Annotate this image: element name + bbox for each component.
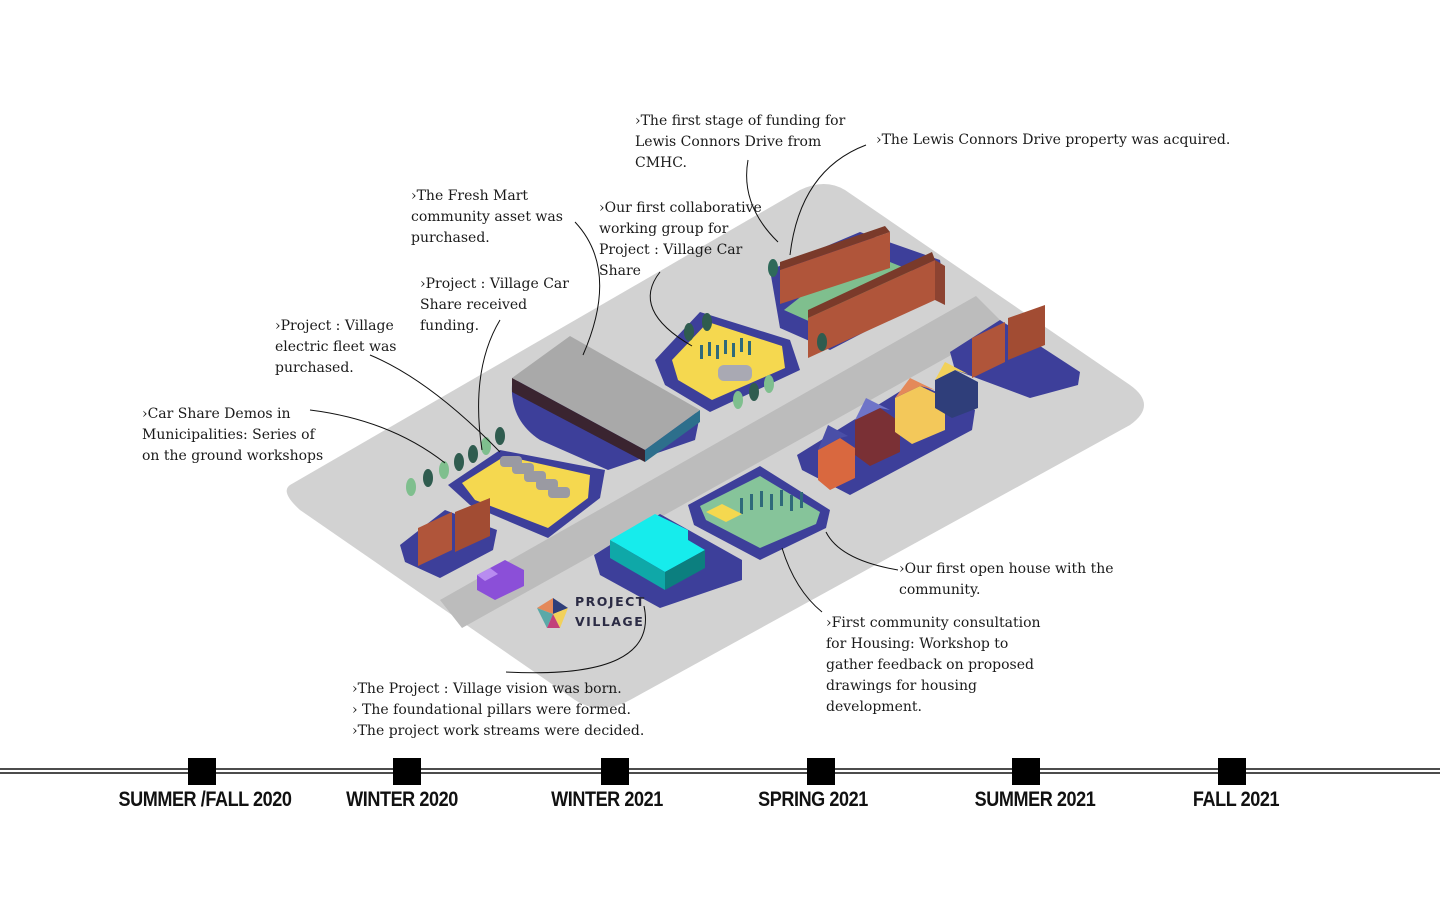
house-1-roof <box>818 425 848 450</box>
shared-cars <box>500 456 570 498</box>
lot-carshare-yellow <box>462 456 590 528</box>
note-cmhc-funding: ›The first stage of funding for Lewis Co… <box>635 113 846 171</box>
corner-left-building-2 <box>455 498 490 552</box>
timeline-markers <box>188 758 1246 785</box>
house-4-roof <box>935 362 968 380</box>
note-housing-consultation: ›First community consultation for Housin… <box>826 615 1041 715</box>
period-label-winter-2020: WINTER 2020 <box>346 788 458 811</box>
people-gathering <box>700 338 751 359</box>
corner-right-building <box>972 322 1005 378</box>
house-3 <box>895 386 945 444</box>
cyan-building-front <box>610 540 665 590</box>
gathering-car <box>718 365 752 381</box>
period-label-summer-2021: SUMMER 2021 <box>974 788 1096 811</box>
housing-right-roof <box>808 252 935 318</box>
note-electric-fleet: ›Project : Village electric fleet was pu… <box>275 318 397 376</box>
trees <box>406 259 827 496</box>
housing-left-roof <box>780 226 890 270</box>
brand-project: PROJECT <box>575 594 646 609</box>
note-car-share-demos: ›Car Share Demos in Municipalities: Seri… <box>142 406 324 464</box>
period-label-summer-fall-2020: SUMMER /FALL 2020 <box>118 788 292 811</box>
note-car-share-funding: ›Project : Village Car Share received fu… <box>420 276 569 334</box>
lot-openhouse-green <box>700 476 820 548</box>
corner-left-building <box>418 512 452 566</box>
period-label-spring-2021: SPRING 2021 <box>758 788 868 811</box>
lot-gathering-yellow <box>672 322 785 400</box>
housing-right-front <box>808 260 935 358</box>
note-open-house: ›Our first open house with the community… <box>899 561 1114 598</box>
timeline-marker <box>1012 758 1040 785</box>
timeline-marker <box>1218 758 1246 785</box>
timeline-marker <box>601 758 629 785</box>
note-working-group: ›Our first collaborative working group f… <box>599 200 762 279</box>
house-2-roof <box>855 398 890 420</box>
cyan-building-top <box>610 514 705 572</box>
house-3-roof <box>895 378 935 398</box>
house-2 <box>855 408 900 466</box>
freshmart-side <box>645 410 700 462</box>
freshmart-front <box>512 378 645 462</box>
note-fresh-mart: ›The Fresh Mart community asset was purc… <box>411 188 563 246</box>
main-road <box>440 296 1005 628</box>
annotation-connectors <box>309 144 899 674</box>
brand-village: VILLAGE <box>575 614 645 629</box>
timeline-marker <box>807 758 835 785</box>
house-4 <box>935 370 978 418</box>
note-property-acquired: ›The Lewis Connors Drive property was ac… <box>876 132 1231 148</box>
corner-right-building-2 <box>1008 305 1045 360</box>
period-label-winter-2021: WINTER 2021 <box>551 788 663 811</box>
house-1 <box>818 438 855 490</box>
cyan-building-side <box>665 550 705 590</box>
timeline-marker <box>188 758 216 785</box>
freshmart-roof <box>512 336 700 450</box>
people-openhouse <box>740 490 803 514</box>
housing-right-side <box>935 260 945 305</box>
openhouse-tables <box>706 504 742 522</box>
project-village-logo-icon <box>537 598 568 628</box>
timeline-marker <box>393 758 421 785</box>
period-label-fall-2021: FALL 2021 <box>1192 788 1280 811</box>
housing-left-front <box>780 232 890 304</box>
note-vision-born: ›The Project : Village vision was born. … <box>352 681 645 739</box>
